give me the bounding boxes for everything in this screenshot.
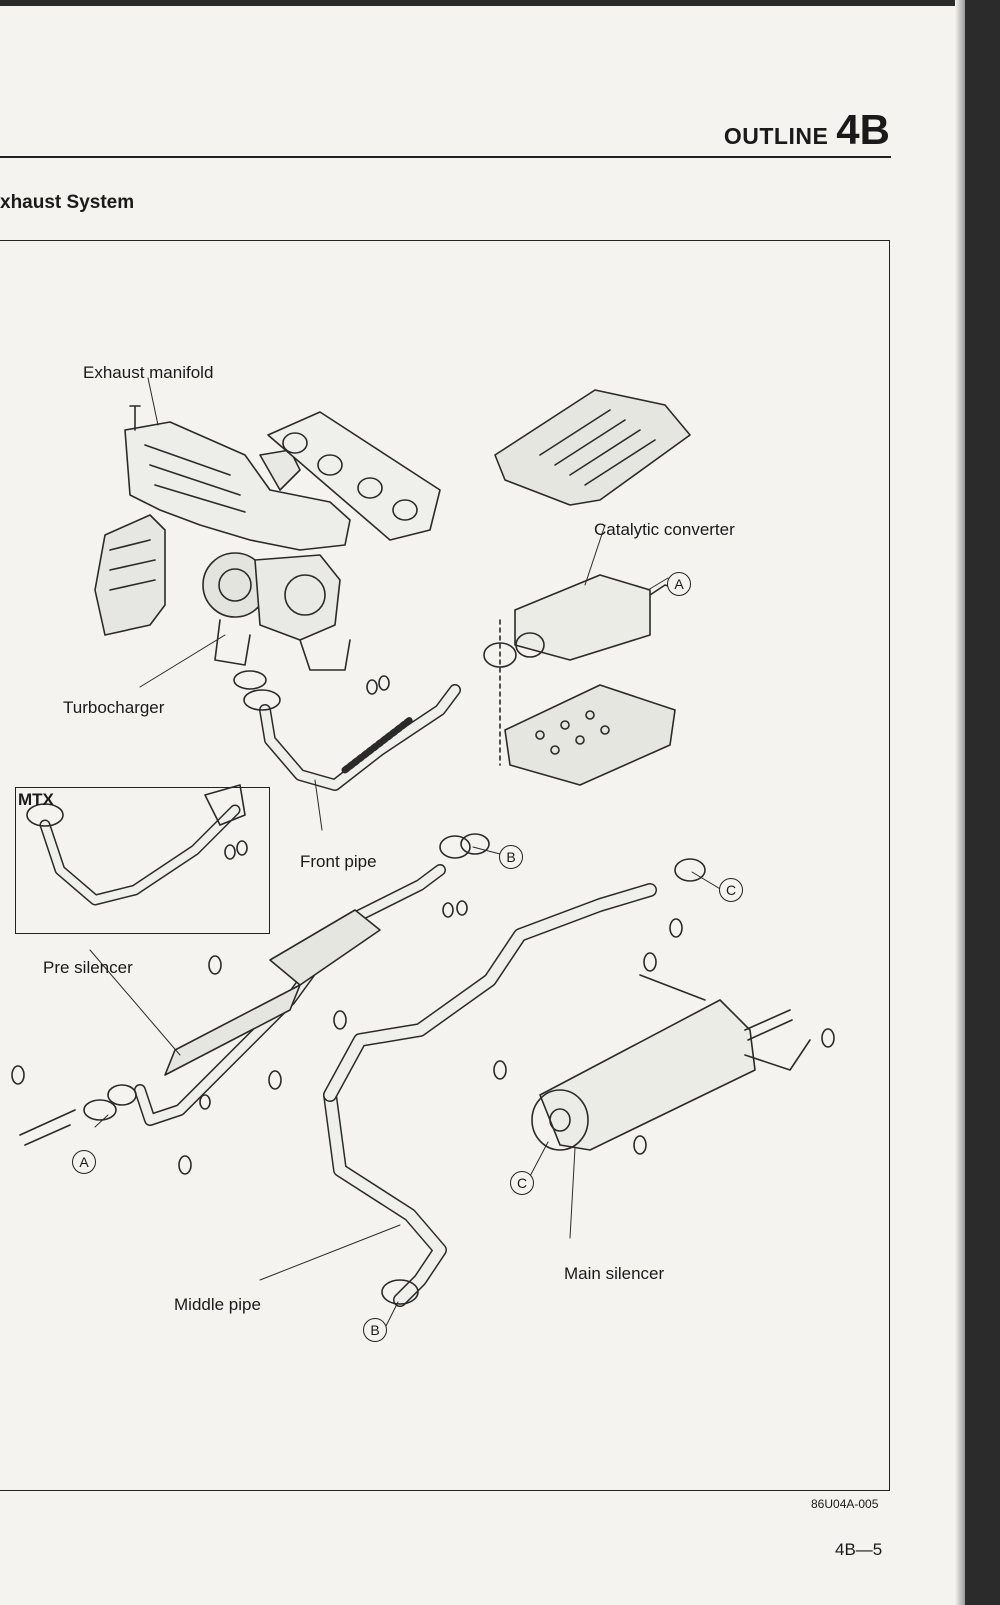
exhaust-system-diagram <box>11 377 835 1329</box>
section-word: OUTLINE <box>723 123 829 149</box>
section-code: 4B <box>836 106 890 153</box>
label-catalytic-converter: Catalytic converter <box>594 520 735 539</box>
callout-b-upper: B <box>499 845 523 869</box>
callout-c-upper: C <box>719 878 743 902</box>
catalytic-converter-part <box>483 574 681 668</box>
label-pre-silencer: Pre silencer <box>43 958 133 977</box>
callout-a-lower: A <box>72 1150 96 1174</box>
mtx-front-pipe <box>26 784 246 906</box>
label-turbocharger: Turbocharger <box>63 698 165 717</box>
exhaust-manifold-part <box>94 405 351 636</box>
catalytic-lower-shield <box>499 619 676 786</box>
label-exhaust-manifold: Exhaust manifold <box>83 363 214 382</box>
hanger-rubbers <box>11 675 835 1175</box>
diagram-frame <box>0 240 890 1491</box>
page-number: 4B—5 <box>835 1540 883 1559</box>
middle-pipe-part <box>323 833 706 1307</box>
callout-b-lower: B <box>363 1318 387 1342</box>
front-pipe-part <box>233 670 461 791</box>
manifold-gasket <box>267 411 441 541</box>
figure-code: 86U04A-005 <box>811 1497 879 1511</box>
leader-lines <box>89 377 723 1329</box>
mtx-inset-box <box>15 787 270 934</box>
callout-a-upper: A <box>667 572 691 596</box>
turbocharger-part <box>202 552 351 671</box>
label-mtx: MTX <box>18 790 54 809</box>
label-front-pipe: Front pipe <box>300 852 377 871</box>
page-title: xhaust System <box>0 192 135 213</box>
label-middle-pipe: Middle pipe <box>174 1295 261 1314</box>
binding-edge <box>965 0 1000 1605</box>
section-header: OUTLINE 4B <box>724 106 890 154</box>
header-rule <box>0 156 891 158</box>
pre-silencer-part <box>19 835 471 1146</box>
label-main-silencer: Main silencer <box>564 1264 665 1283</box>
page-top-band <box>0 0 1000 6</box>
main-silencer-part <box>531 974 811 1151</box>
callout-c-lower: C <box>510 1171 534 1195</box>
catalytic-upper-shield <box>494 389 691 506</box>
binding-shadow <box>955 0 965 1605</box>
